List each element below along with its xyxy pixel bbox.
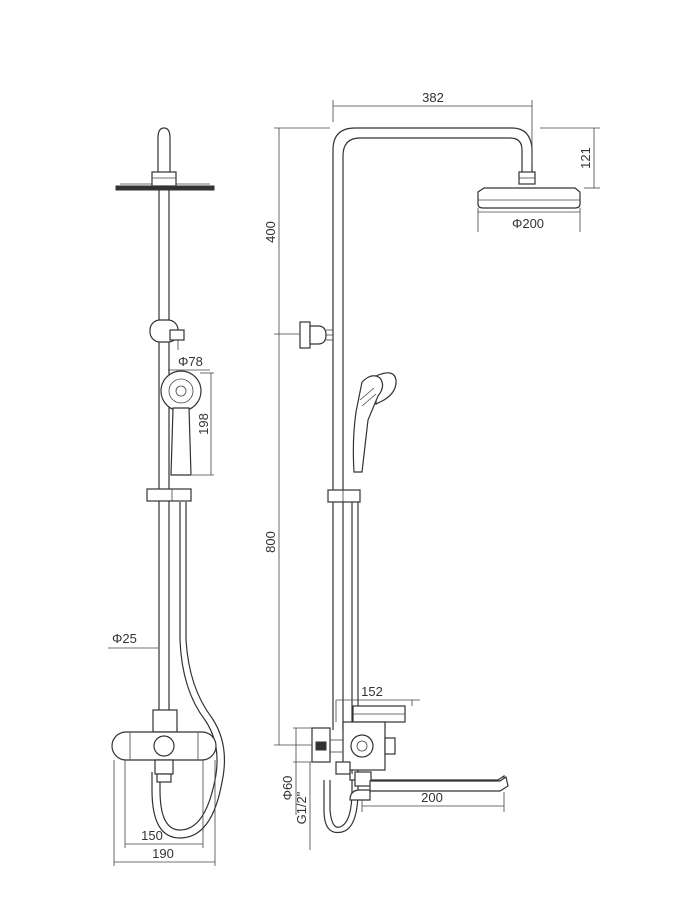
label-overall-width: 190 — [152, 846, 174, 861]
label-lower-height: 800 — [263, 531, 278, 553]
label-head-height: 121 — [578, 147, 593, 169]
label-head-width: 382 — [422, 90, 444, 105]
front-wall-bracket — [149, 319, 185, 350]
label-hand-length: 198 — [196, 413, 211, 435]
front-view: Φ78 198 Φ25 150 190 — [108, 127, 226, 866]
label-center-distance: 150 — [141, 828, 163, 843]
label-spout-length: 200 — [421, 790, 443, 805]
label-hand-diameter: Φ78 — [178, 354, 203, 369]
side-rod-outer — [332, 127, 533, 730]
front-rod-top — [157, 127, 171, 172]
side-hand-shower — [352, 372, 397, 473]
front-hand-shower — [160, 370, 202, 476]
label-cover-diameter: Φ60 — [280, 776, 295, 801]
label-head-diameter: Φ200 — [512, 216, 544, 231]
front-diverter — [152, 709, 178, 733]
side-wall-bracket — [299, 321, 333, 349]
side-view: 382 121 Φ200 400 800 152 Φ60 G1/2" — [263, 90, 600, 850]
front-shower-head — [115, 171, 215, 191]
side-shower-head — [477, 171, 581, 209]
front-mixer — [111, 731, 217, 783]
label-mixer-offset: 152 — [361, 684, 383, 699]
label-thread: G1/2" — [294, 791, 309, 824]
side-mixer — [311, 705, 406, 775]
side-spout — [349, 771, 509, 801]
label-pipe-diameter: Φ25 — [112, 631, 137, 646]
front-slide-holder — [146, 488, 192, 502]
label-upper-height: 400 — [263, 221, 278, 243]
side-slide-holder — [327, 489, 361, 503]
